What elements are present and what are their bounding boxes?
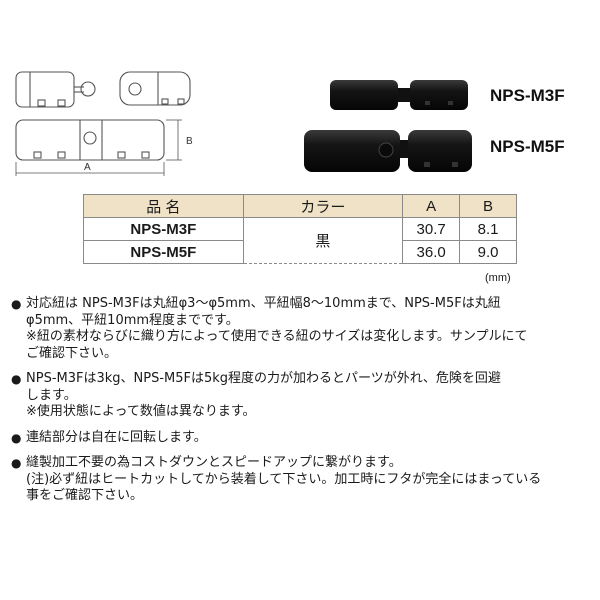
product-photos xyxy=(304,80,472,172)
product-name-cell: NPS-M5F xyxy=(83,240,244,264)
note-text: NPS-M3Fは3kg、NPS-M5Fは5kg程度の力が加わるとパーツが外れ、危… xyxy=(26,371,501,419)
dimension-a-label: A xyxy=(84,162,91,173)
list-item: ● 対応紐は NPS-M3Fは丸紐φ3〜φ5mm、平紐幅8〜10mmまで、NPS… xyxy=(10,296,595,362)
dim-b-cell: 9.0 xyxy=(459,240,517,264)
spec-table: 品 名 カラー A B NPS-M3F 黒 30.7 8.1 NPS-M5F 3… xyxy=(83,194,517,264)
list-item: ● NPS-M3Fは3kg、NPS-M5Fは5kg程度の力が加わるとパーツが外れ… xyxy=(10,371,595,421)
header-a: A xyxy=(402,194,461,218)
product-name-cell: NPS-M3F xyxy=(83,217,244,241)
table-row: NPS-M3F 黒 30.7 8.1 xyxy=(83,217,517,264)
header-color: カラー xyxy=(242,194,404,218)
header-b: B xyxy=(459,194,517,218)
dim-a-cell: 30.7 xyxy=(402,217,461,241)
color-cell: 黒 xyxy=(242,217,404,264)
dimension-a xyxy=(15,162,165,176)
nps-m5f-photo xyxy=(304,130,472,172)
schematic-drawing: B A xyxy=(15,71,193,176)
dimension-b-label: B xyxy=(186,136,193,147)
table-row: NPS-M5F 36.0 9.0 xyxy=(83,240,517,264)
bullet-icon: ● xyxy=(11,297,22,311)
unit-label: (mm) xyxy=(485,272,511,284)
side-view-drawing xyxy=(15,71,96,108)
header-product-name: 品 名 xyxy=(83,194,244,218)
dimension-b xyxy=(166,119,182,161)
list-item: ● 縫製加工不要の為コストダウンとスピードアップに繋がります。 (注)必ず紐はヒ… xyxy=(10,455,595,505)
notes-list: ● 対応紐は NPS-M3Fは丸紐φ3〜φ5mm、平紐幅8〜10mmまで、NPS… xyxy=(10,296,595,514)
end-view-drawing xyxy=(119,71,191,106)
table-header-row: 品 名 カラー A B xyxy=(83,194,517,218)
bullet-icon: ● xyxy=(11,456,22,470)
bullet-icon: ● xyxy=(11,372,22,386)
note-text: 縫製加工不要の為コストダウンとスピードアップに繋がります。 (注)必ず紐はヒート… xyxy=(26,455,542,503)
nps-m3f-label: NPS-M3F xyxy=(490,86,565,105)
nps-m3f-photo xyxy=(330,80,468,110)
top-view-drawing xyxy=(15,119,165,161)
nps-m5f-label: NPS-M5F xyxy=(490,137,565,156)
dim-a-cell: 36.0 xyxy=(402,240,461,264)
dim-b-cell: 8.1 xyxy=(459,217,517,241)
bullet-icon: ● xyxy=(11,430,22,445)
list-item: ● 連結部分は自在に回転します。 xyxy=(10,430,595,447)
note-text: 対応紐は NPS-M3Fは丸紐φ3〜φ5mm、平紐幅8〜10mmまで、NPS-M… xyxy=(26,296,528,361)
note-text: 連結部分は自在に回転します。 xyxy=(26,429,207,445)
